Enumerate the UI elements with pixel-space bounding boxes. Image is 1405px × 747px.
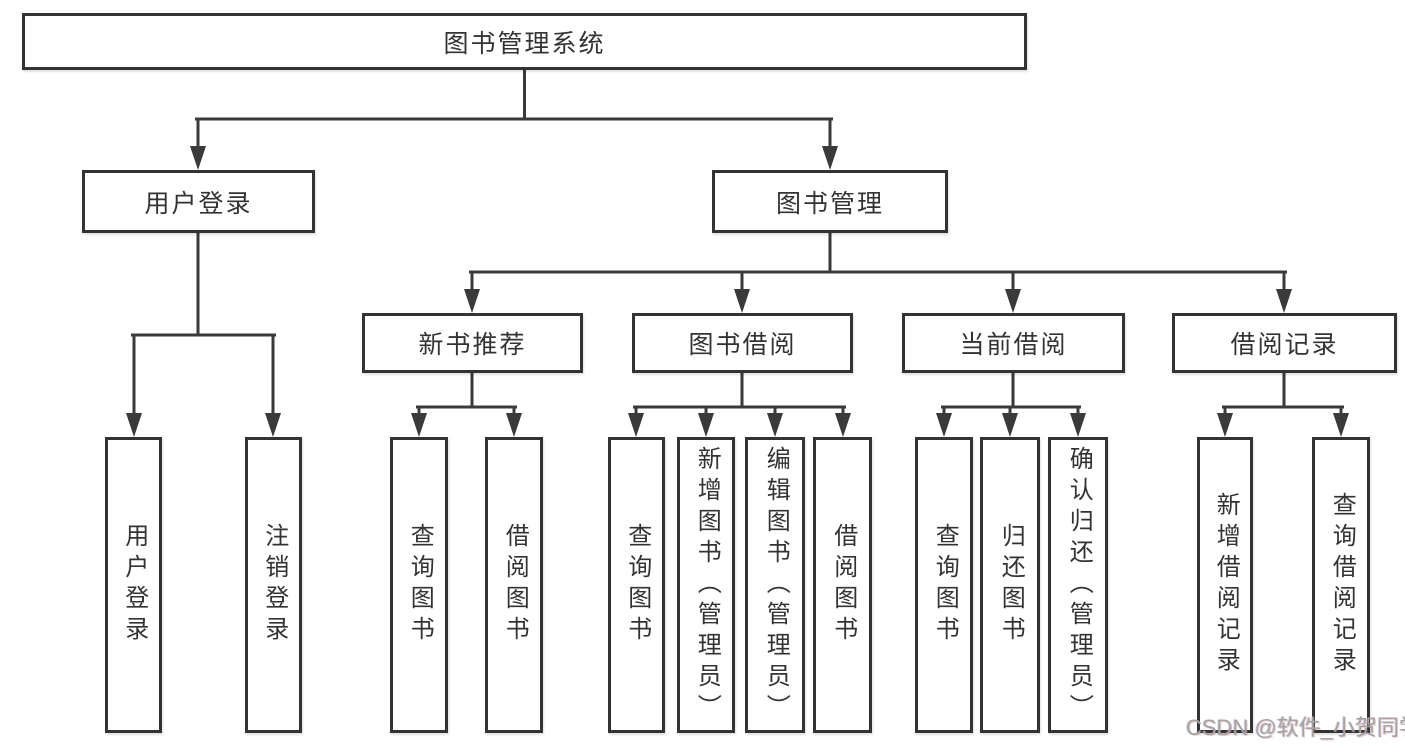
leaf-add-book-admin-label: 新增图书（管理员）	[693, 445, 721, 725]
leaf-query-books-current: 查询图书	[915, 437, 973, 733]
node-new-book-recommendation: 新书推荐	[362, 313, 583, 373]
node-book-borrowing-label: 图书借阅	[688, 331, 797, 359]
node-book-borrowing: 图书借阅	[632, 313, 853, 373]
node-new-book-recommendation-label: 新书推荐	[418, 331, 527, 359]
leaf-logout: 注销登录	[245, 437, 302, 733]
leaf-add-borrow-record-label: 新增借阅记录	[1212, 492, 1240, 678]
node-library-management-system-label: 图书管理系统	[443, 29, 606, 58]
leaf-query-borrow-record: 查询借阅记录	[1312, 437, 1370, 733]
leaf-edit-book-admin: 编辑图书（管理员）	[745, 437, 805, 733]
node-user-login: 用户登录	[82, 170, 315, 233]
node-user-login-label: 用户登录	[144, 189, 253, 218]
leaf-query-books-recommend: 查询图书	[390, 437, 448, 733]
leaf-confirm-return-admin-label: 确认归还（管理员）	[1065, 445, 1093, 725]
leaf-borrow-books-recommend: 借阅图书	[485, 437, 543, 733]
leaf-logout-label: 注销登录	[260, 523, 288, 647]
leaf-borrow-books-recommend-label: 借阅图书	[501, 523, 529, 647]
leaf-query-books-current-label: 查询图书	[931, 523, 959, 647]
node-current-borrowing: 当前借阅	[902, 313, 1125, 373]
leaf-query-borrow-record-label: 查询借阅记录	[1328, 492, 1356, 678]
leaf-borrow-books-label: 借阅图书	[829, 523, 857, 647]
leaf-borrow-books: 借阅图书	[813, 437, 872, 733]
leaf-query-books-borrowing: 查询图书	[608, 437, 665, 733]
leaf-user-login: 用户登录	[105, 437, 162, 733]
node-book-management-label: 图书管理	[775, 189, 884, 218]
leaf-edit-book-admin-label: 编辑图书（管理员）	[762, 445, 790, 725]
node-borrowing-records-label: 借阅记录	[1230, 331, 1339, 359]
leaf-add-book-admin: 新增图书（管理员）	[677, 437, 735, 733]
node-book-management: 图书管理	[712, 170, 948, 233]
leaf-query-books-recommend-label: 查询图书	[406, 523, 434, 647]
node-current-borrowing-label: 当前借阅	[959, 331, 1068, 359]
arrowhead-icons	[126, 146, 1349, 437]
node-borrowing-records: 借阅记录	[1172, 313, 1397, 373]
leaf-return-book: 归还图书	[980, 437, 1040, 733]
leaf-query-books-borrowing-label: 查询图书	[623, 523, 651, 647]
csdn-watermark: CSDN @软件_小贺同学	[1186, 715, 1405, 740]
leaf-user-login-label: 用户登录	[120, 523, 148, 647]
leaf-confirm-return-admin: 确认归还（管理员）	[1048, 437, 1108, 733]
leaf-return-book-label: 归还图书	[997, 523, 1025, 647]
leaf-add-borrow-record: 新增借阅记录	[1197, 437, 1253, 733]
node-library-management-system: 图书管理系统	[22, 13, 1027, 70]
